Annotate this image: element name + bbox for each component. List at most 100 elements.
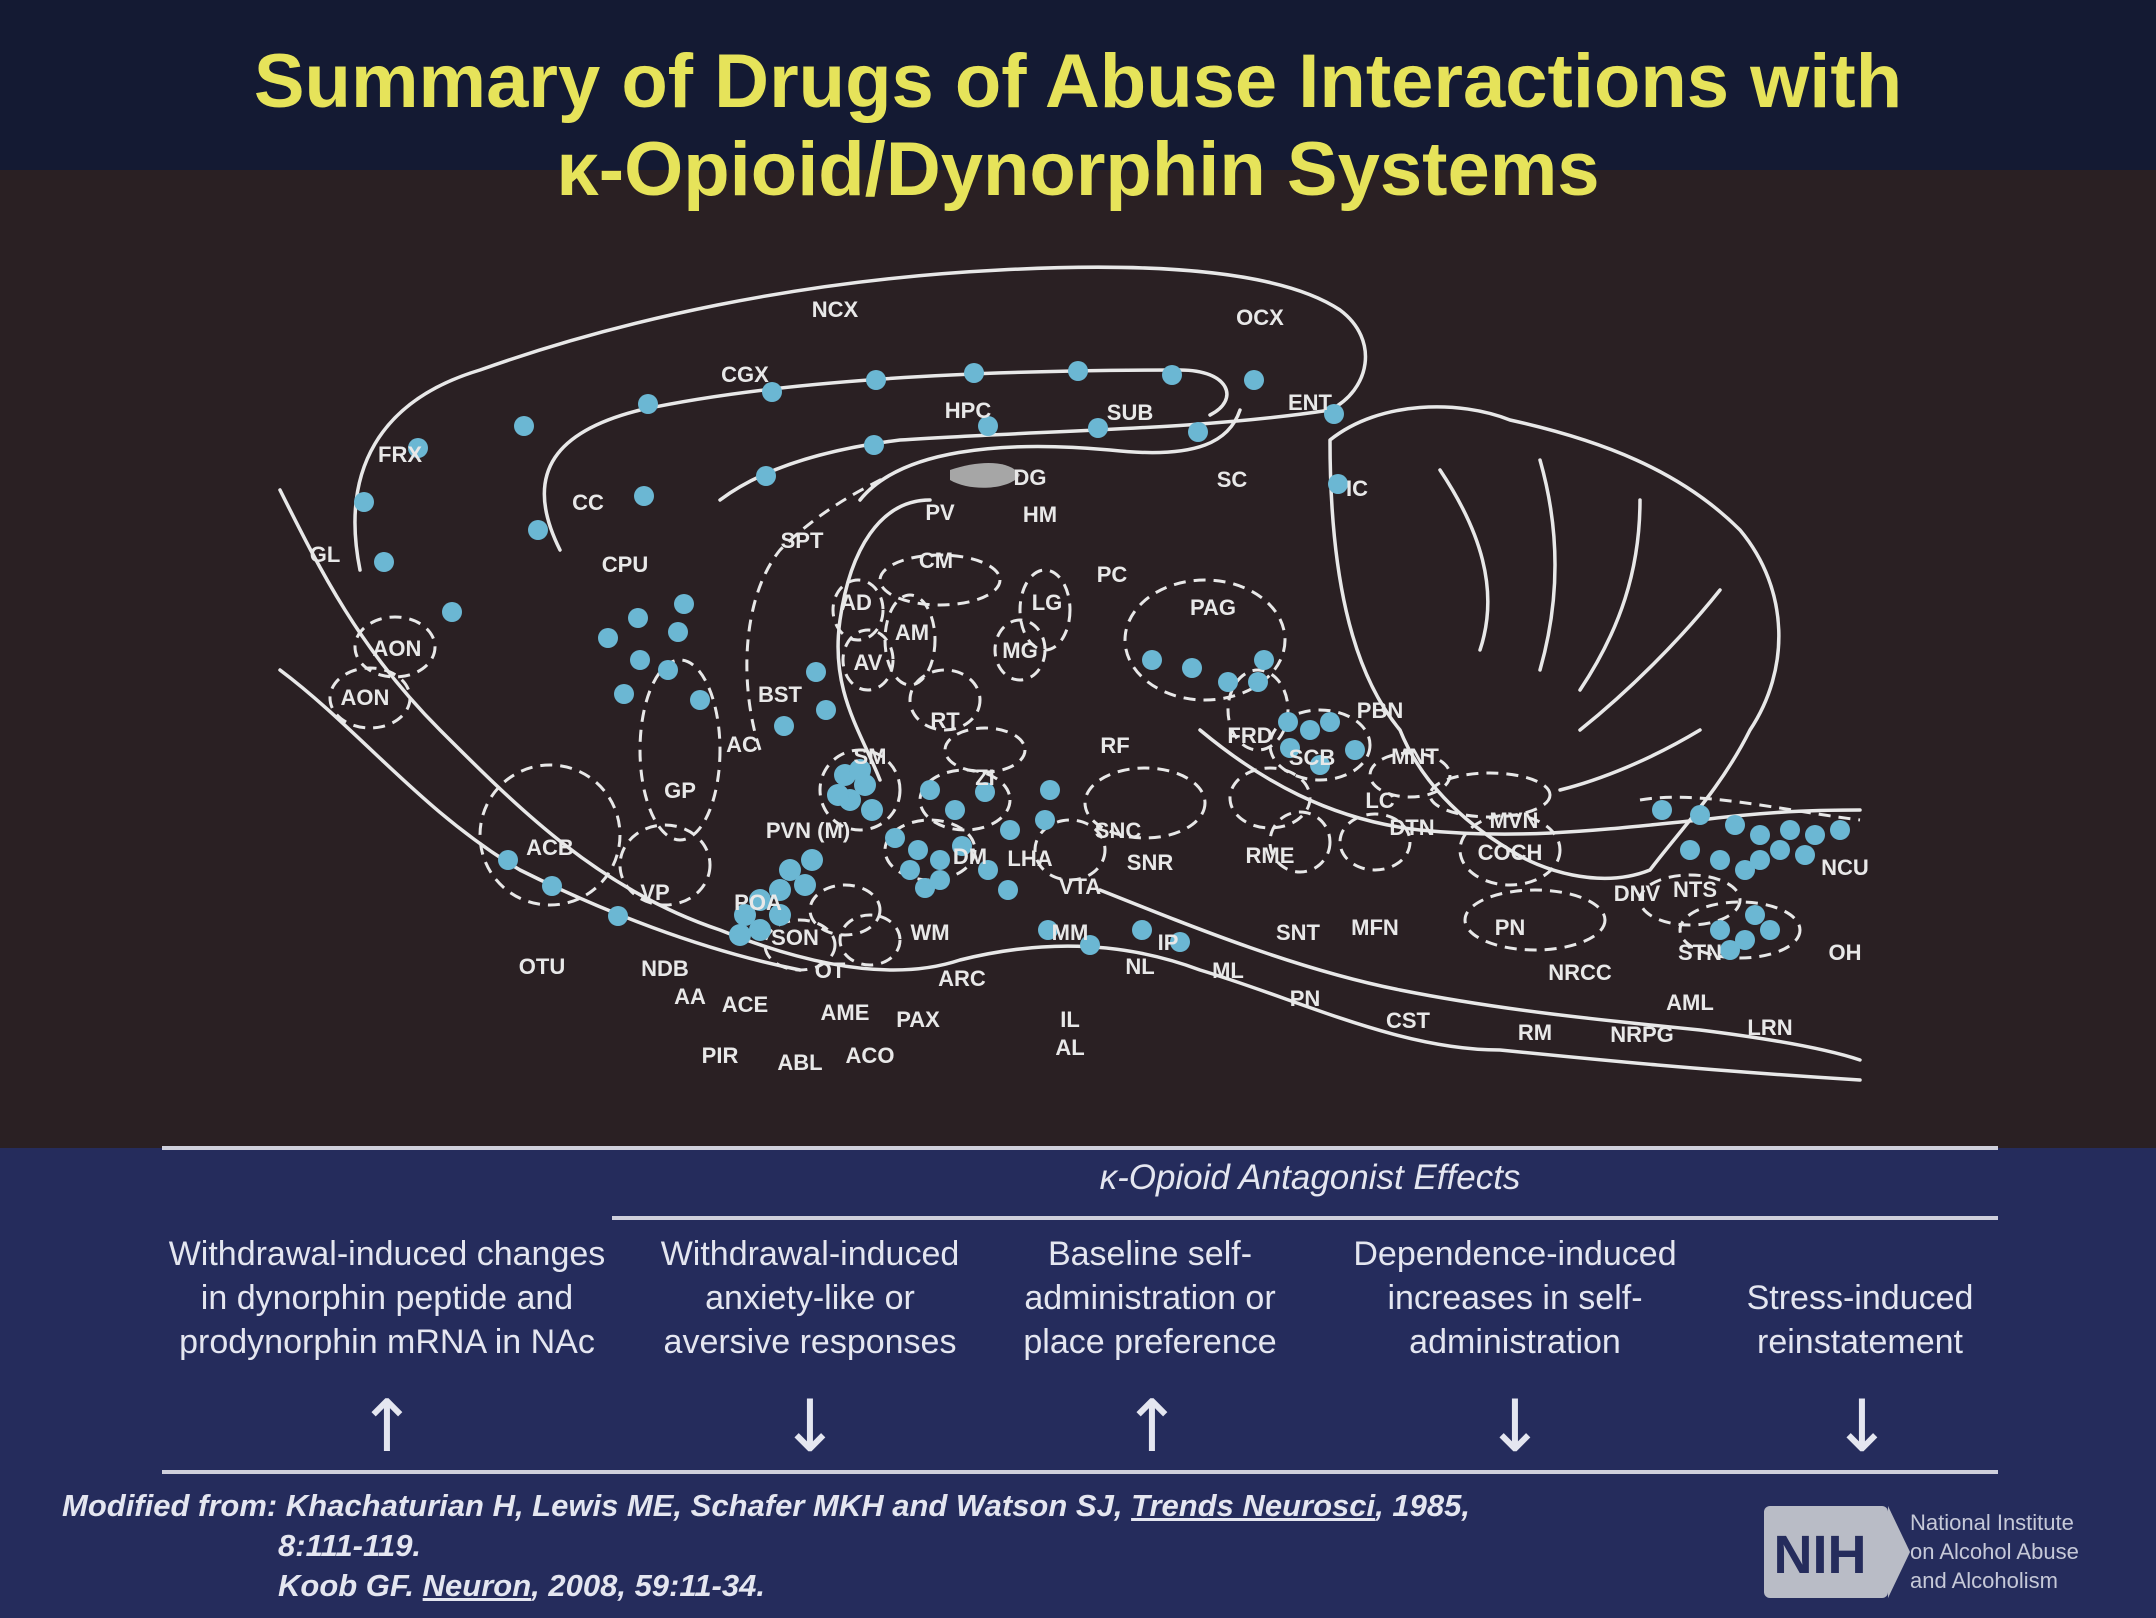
region-label: AA — [674, 984, 706, 1009]
region-label: AM — [895, 620, 929, 645]
region-label: SM — [854, 744, 887, 769]
heading-rule — [612, 1216, 1998, 1220]
spt-region — [745, 468, 901, 751]
region-label: SNR — [1127, 850, 1174, 875]
vm-region — [883, 818, 977, 882]
slide-title: Summary of Drugs of Abuse Interactions w… — [0, 38, 2156, 214]
citation: Modified from: Khachaturian H, Lewis ME,… — [62, 1486, 1470, 1606]
region-label: ARC — [938, 966, 986, 991]
citation-line-1: Modified from: Khachaturian H, Lewis ME,… — [62, 1486, 1470, 1526]
citation-line-3: Koob GF. Neuron, 2008, 59:11-34. — [62, 1566, 1470, 1606]
region-label: AML — [1666, 990, 1714, 1015]
coch-region — [1428, 771, 1552, 819]
frd-region — [1226, 668, 1290, 752]
region-label: NCU — [1821, 855, 1869, 880]
region-label: SON — [771, 925, 819, 950]
lrn-region — [1678, 900, 1802, 960]
institute-name-line-2: on Alcohol Abuse — [1910, 1539, 2079, 1564]
region-label: AON — [341, 685, 390, 710]
ame-region — [808, 883, 882, 937]
av-region — [841, 628, 895, 692]
snt-region — [1268, 810, 1332, 874]
region-label: OCX — [1236, 305, 1284, 330]
region-label: PAG — [1190, 595, 1236, 620]
institute-name: National Institute on Alcohol Abuse and … — [1910, 1508, 2079, 1595]
region-label: GL — [310, 542, 341, 567]
region-label: IP — [1158, 930, 1179, 955]
region-label: IL — [1060, 1007, 1080, 1032]
region-label: SCB — [1289, 745, 1335, 770]
effect-1-line-3: prodynorphin mRNA in NAc — [179, 1323, 595, 1361]
base-outline — [278, 488, 1862, 1082]
effect-4-line-1: Dependence-induced — [1353, 1235, 1677, 1273]
region-label: OTU — [519, 954, 565, 979]
effect-2-line-3: aversive responses — [663, 1323, 957, 1361]
ncu-region — [1639, 795, 1861, 822]
region-label: SC — [1217, 467, 1248, 492]
region-label: ACE — [722, 992, 768, 1017]
region-label: RME — [1246, 843, 1295, 868]
effect-5-line-2: reinstatement — [1757, 1323, 1963, 1361]
region-label: AON — [373, 636, 422, 661]
aon-region-1 — [353, 615, 437, 679]
effect-2-line-2: anxiety-like or — [705, 1279, 915, 1317]
region-label: COCH — [1478, 840, 1543, 865]
nih-logo-text: NIH — [1773, 1525, 1867, 1585]
region-label: DG — [1014, 465, 1047, 490]
cm-region — [878, 553, 1002, 607]
region-label: SNT — [1276, 920, 1321, 945]
region-label: ML — [1212, 958, 1244, 983]
region-label: LG — [1032, 590, 1063, 615]
effect-5-arrow-icon: ↓ — [1831, 1384, 1893, 1468]
region-label: SNC — [1095, 818, 1142, 843]
region-label: MG — [1002, 638, 1037, 663]
region-label: LHA — [1007, 846, 1052, 871]
region-label: MFN — [1351, 915, 1399, 940]
acb-region — [478, 763, 622, 907]
region-label: GP — [664, 778, 696, 803]
fornix-arc — [836, 498, 932, 782]
region-label: FRD — [1227, 723, 1272, 748]
region-label: NCX — [812, 297, 859, 322]
region-label: AL — [1055, 1035, 1084, 1060]
citation-author-2: Koob GF. — [278, 1568, 423, 1603]
citation-suffix-1: , 1985, — [1375, 1488, 1470, 1523]
region-label: ENT — [1288, 390, 1333, 415]
dm-region — [918, 768, 1012, 832]
hippocampus-arc — [858, 408, 1242, 502]
region-label: PBN — [1357, 698, 1403, 723]
pag-region — [1123, 578, 1287, 702]
region-label: PC — [1097, 562, 1128, 587]
effect-column-5: Stress-induced reinstatement — [1720, 1276, 2000, 1364]
region-label: ACO — [846, 1043, 895, 1068]
region-label: AME — [821, 1000, 870, 1025]
olfactory-tract — [278, 668, 802, 972]
institute-name-line-1: National Institute — [1910, 1510, 2074, 1535]
aco-region — [838, 913, 902, 967]
dtn-region — [1368, 751, 1452, 799]
region-label: ZI — [975, 765, 995, 790]
region-label: PIR — [702, 1043, 739, 1068]
region-label: MM — [1052, 920, 1089, 945]
region-label: OT — [815, 958, 846, 983]
effect-4-arrow-icon: ↓ — [1484, 1384, 1546, 1468]
citation-journal-1: Trends Neurosci — [1131, 1488, 1376, 1523]
region-label: PVN (M) — [766, 818, 850, 843]
region-label: PV — [925, 500, 955, 525]
region-label: PN — [1495, 915, 1526, 940]
effect-2-arrow-icon: ↓ — [779, 1384, 841, 1468]
region-label: RF — [1100, 733, 1129, 758]
region-label: CPU — [602, 552, 648, 577]
region-label: PN — [1290, 986, 1321, 1011]
dentate-gyrus-fill — [950, 463, 1020, 488]
region-label: NL — [1125, 954, 1154, 979]
rme-region — [1228, 766, 1312, 830]
effect-3-line-2: administration or — [1024, 1279, 1276, 1317]
rm-region — [1463, 888, 1607, 952]
cortex-outline — [353, 265, 1368, 572]
region-label: AD — [840, 590, 872, 615]
region-label: STN — [1678, 940, 1722, 965]
